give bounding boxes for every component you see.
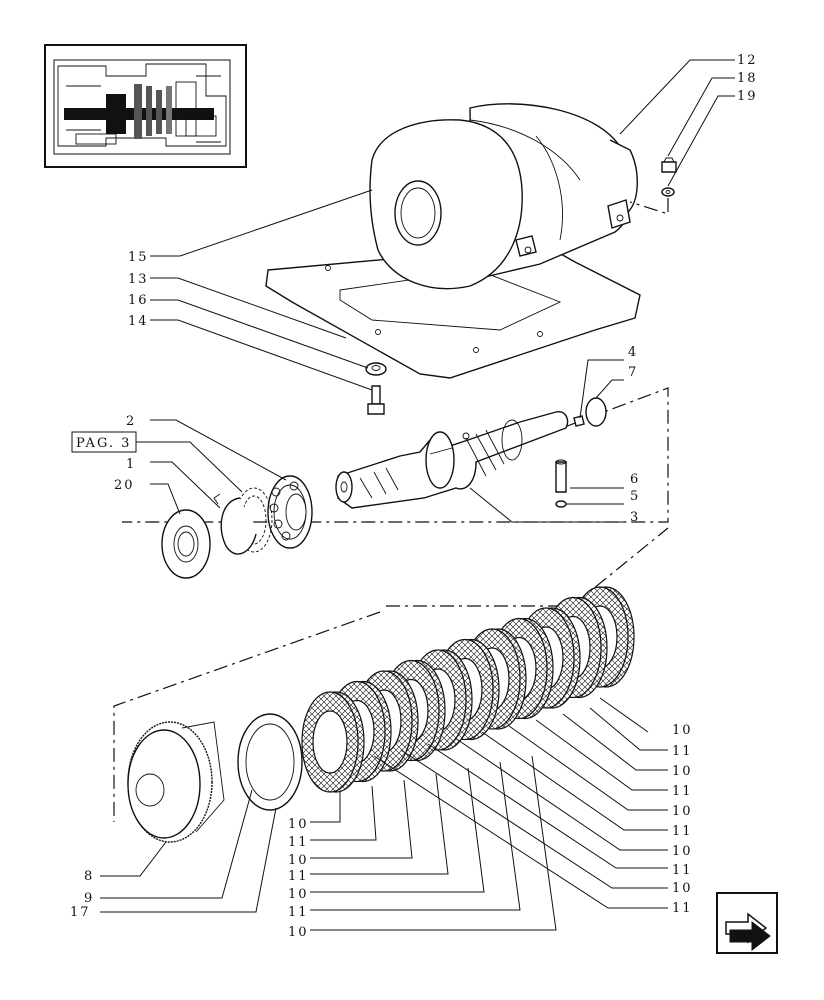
page-ref-label[interactable]: PAG. 3 xyxy=(76,436,131,451)
callout-10: 10 xyxy=(672,764,693,779)
callout-8: 8 xyxy=(84,869,94,884)
leader-line xyxy=(589,707,668,751)
callout-9: 9 xyxy=(84,891,94,906)
leader-line xyxy=(535,719,668,791)
bolt-18 xyxy=(661,157,677,173)
callout-10: 10 xyxy=(288,853,309,868)
callout-10: 10 xyxy=(672,723,693,738)
callout-19: 19 xyxy=(737,89,758,104)
callout-12: 12 xyxy=(737,53,758,68)
transmission-section-thumbnail-icon xyxy=(53,59,231,155)
callout-11: 11 xyxy=(288,869,309,884)
callout-11: 11 xyxy=(672,901,693,916)
assembly-path-line xyxy=(386,527,669,607)
pin-6 xyxy=(555,459,567,493)
callout-10: 10 xyxy=(672,804,693,819)
callout-11: 11 xyxy=(672,824,693,839)
callout-10: 10 xyxy=(288,817,309,832)
pin-4 xyxy=(573,415,585,427)
callout-10: 10 xyxy=(288,925,309,940)
mounting-plate xyxy=(265,244,641,379)
left-disc-leaders xyxy=(310,755,557,931)
callout-10: 10 xyxy=(672,881,693,896)
bearing-2 xyxy=(267,475,313,549)
assembly-path-line xyxy=(113,611,381,822)
o-ring-7 xyxy=(585,397,607,427)
leader-line xyxy=(310,773,449,875)
callout-11: 11 xyxy=(672,784,693,799)
callout-20: 20 xyxy=(114,478,135,493)
callout-18: 18 xyxy=(737,71,758,86)
seal-20 xyxy=(161,509,211,579)
callout-1: 1 xyxy=(126,457,136,472)
callout-11: 11 xyxy=(288,905,309,920)
leader-line xyxy=(310,767,485,893)
callout-10: 10 xyxy=(288,887,309,902)
leader-line xyxy=(427,743,668,869)
next-page-arrow-icon xyxy=(725,912,771,952)
leader-line xyxy=(310,792,341,823)
assembly-path-line xyxy=(629,198,669,215)
washer-16 xyxy=(365,362,387,376)
washer-17 xyxy=(237,713,303,811)
bolt-14 xyxy=(367,385,385,415)
callout-6: 6 xyxy=(630,472,640,487)
leader-line xyxy=(373,755,668,909)
clutch-disc xyxy=(301,691,365,793)
inset-thumbnail xyxy=(44,44,247,168)
washer-19 xyxy=(661,187,675,197)
page-ref-box[interactable] xyxy=(71,431,137,453)
leader-line xyxy=(310,785,377,841)
callout-14: 14 xyxy=(128,314,149,329)
next-page-button[interactable] xyxy=(716,892,778,954)
circlip-1 xyxy=(213,493,257,555)
ball-5 xyxy=(555,500,567,508)
leader-line xyxy=(310,755,557,931)
callout-3: 3 xyxy=(630,510,640,525)
leader-line xyxy=(454,737,668,851)
callout-11: 11 xyxy=(672,744,693,759)
callout-15: 15 xyxy=(128,250,149,265)
callout-7: 7 xyxy=(628,365,638,380)
leader-line xyxy=(508,725,668,811)
callout-11: 11 xyxy=(288,835,309,850)
clutch-disc-pack xyxy=(301,586,635,793)
callout-11: 11 xyxy=(672,863,693,878)
gear-8 xyxy=(127,721,225,843)
leader-line xyxy=(481,731,668,831)
callout-5: 5 xyxy=(630,489,640,504)
callout-2: 2 xyxy=(126,414,136,429)
callout-10: 10 xyxy=(672,844,693,859)
leader-line xyxy=(310,761,521,911)
input-shaft xyxy=(335,411,569,509)
callout-4: 4 xyxy=(628,345,638,360)
callout-17: 17 xyxy=(70,905,91,920)
callout-16: 16 xyxy=(128,293,149,308)
leader-line xyxy=(562,713,668,771)
callout-13: 13 xyxy=(128,272,149,287)
clutch-housing xyxy=(369,103,638,290)
leader-line xyxy=(310,779,413,859)
leader-lines xyxy=(100,59,735,913)
